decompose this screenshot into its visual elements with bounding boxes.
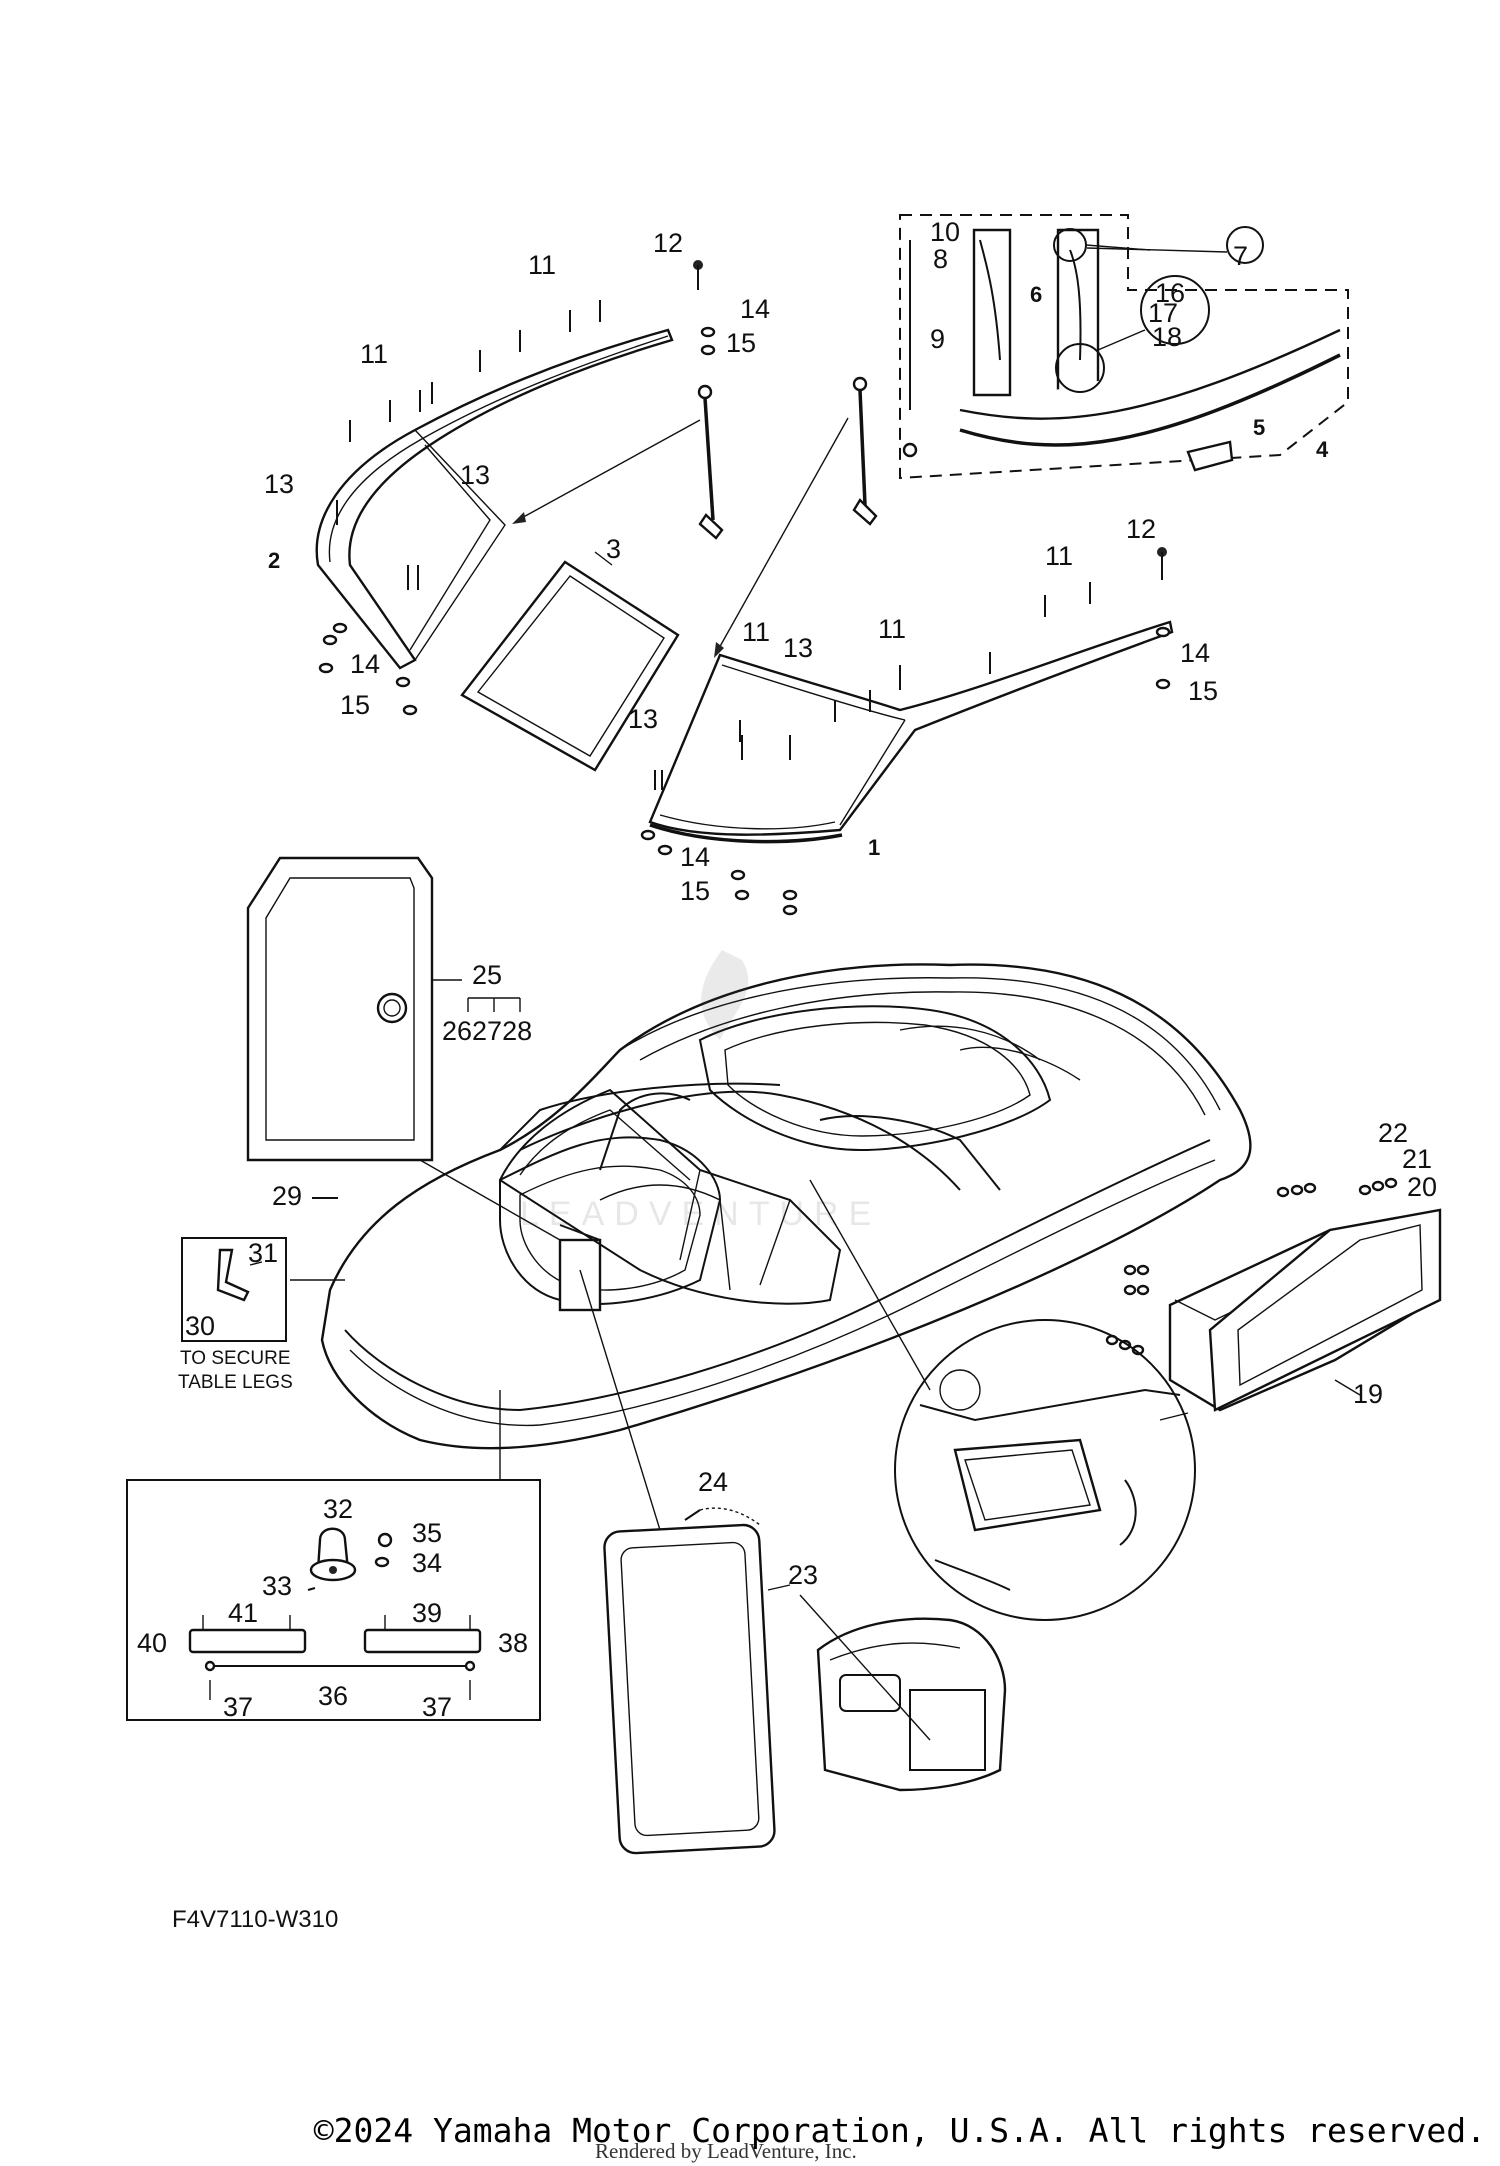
callout-14-a: 14: [740, 294, 770, 324]
callout-13-c: 13: [783, 633, 813, 663]
table-leg-box: [181, 1237, 287, 1342]
callout-36: 36: [318, 1681, 348, 1711]
callout-8: 8: [933, 244, 948, 274]
boat-hull: [320, 963, 1252, 1450]
bolts-13: [336, 500, 791, 790]
callout-11-c: 11: [1045, 541, 1073, 571]
callout-6: 6: [1030, 282, 1042, 307]
storage-cabinet: [799, 1594, 1007, 1792]
callout-1: 1: [868, 835, 880, 860]
callout-11-b: 11: [360, 339, 388, 369]
callout-34: 34: [412, 1548, 442, 1578]
callout-29: 29: [272, 1181, 302, 1211]
callout-30: 30: [185, 1311, 215, 1341]
boat-windshield: [498, 1088, 842, 1305]
washers-nuts-lower: [318, 622, 798, 916]
table-bracket-box: [126, 1479, 541, 1721]
callout-18: 18: [1152, 322, 1182, 352]
callout-14-c: 14: [1180, 638, 1210, 668]
inset-detail-circle: [1053, 226, 1264, 393]
callout-40: 40: [137, 1628, 167, 1658]
screws-11-group-b: [739, 582, 1091, 742]
diagram-code: F4V7110-W310: [172, 1906, 338, 1933]
rendered-by: Rendered by LeadVenture, Inc.: [595, 2139, 857, 2163]
callout-5: 5: [1253, 415, 1265, 440]
callout-13-a: 13: [264, 469, 294, 499]
note-line-2: TABLE LEGS: [178, 1372, 293, 1393]
callout-11-e: 11: [742, 617, 770, 647]
callout-13-b: 13: [460, 460, 490, 490]
callout-25: 25: [472, 960, 502, 990]
windshield-right-panel: [648, 620, 1174, 844]
callout-39: 39: [412, 1598, 442, 1628]
callout-33: 33: [262, 1571, 292, 1601]
callout-9: 9: [930, 324, 945, 354]
svg-text:LEADVENTURE: LEADVENTURE: [520, 1195, 881, 1233]
screw-24: [684, 1507, 761, 1526]
windshield-leaders: [512, 417, 849, 658]
callout-15-b: 15: [340, 690, 370, 720]
callout-20: 20: [1407, 1172, 1437, 1202]
callout-15-d: 15: [680, 876, 710, 906]
windshield-left-panel: [315, 328, 674, 670]
callout-7: 7: [1233, 241, 1248, 271]
callout-19: 19: [1353, 1379, 1383, 1409]
callout-4: 4: [1316, 437, 1329, 462]
inset-box-cover-rail: [899, 214, 1349, 480]
storage-bin-19: [1105, 1177, 1442, 1412]
callout-2: 2: [268, 548, 280, 573]
fastener-group-top: [318, 260, 1171, 916]
windshield-strut-left: [697, 384, 724, 540]
callout-3: 3: [606, 534, 621, 564]
callout-12-a: 12: [653, 228, 683, 258]
hatch-panel-25: [246, 856, 462, 1162]
callout-16: 16: [1155, 278, 1185, 308]
windshield-center-panel: [460, 560, 680, 772]
note-line-1: TO SECURE: [180, 1348, 291, 1369]
copyright: ©2024 Yamaha Motor Corporation, U.S.A. A…: [314, 2111, 1486, 2150]
leadventure-watermark: LEADVENTURE: [520, 950, 881, 1233]
windshield-strut-right: [852, 376, 878, 526]
callout-12-b: 12: [1126, 514, 1156, 544]
callout-21: 21: [1402, 1144, 1432, 1174]
detail-magnify-circle: [894, 1319, 1196, 1621]
callout-14-d: 14: [680, 842, 710, 872]
callout-31: 31: [248, 1238, 278, 1268]
callout-24: 24: [698, 1467, 728, 1497]
callout-14-b: 14: [350, 649, 380, 679]
callout-41: 41: [228, 1598, 258, 1628]
callout-38: 38: [498, 1628, 528, 1658]
callout-15-c: 15: [1188, 676, 1218, 706]
callout-17: 17: [1148, 298, 1178, 328]
callout-22: 22: [1378, 1118, 1408, 1148]
callout-26-27-28: 262728: [442, 1016, 532, 1046]
callout-37-b: 37: [422, 1692, 452, 1722]
callout-labels: 1 2 3 4 5 6 7 8 9 10 11 11 11 11 11 12 1…: [137, 217, 1437, 1722]
callout-23: 23: [788, 1560, 818, 1590]
callout-15-a: 15: [726, 328, 756, 358]
callout-13-d: 13: [628, 704, 658, 734]
callout-37-a: 37: [223, 1692, 253, 1722]
screws-11-group-a: [349, 300, 601, 442]
washers-20-22: [1105, 1177, 1398, 1356]
callout-32: 32: [323, 1494, 353, 1524]
callout-10: 10: [930, 217, 960, 247]
callout-11-d: 11: [878, 614, 906, 644]
cover-panel-23: [603, 1523, 791, 1855]
callout-11-a: 11: [528, 250, 556, 280]
hull-leaders: [290, 1159, 931, 1531]
callout-35: 35: [412, 1518, 442, 1548]
